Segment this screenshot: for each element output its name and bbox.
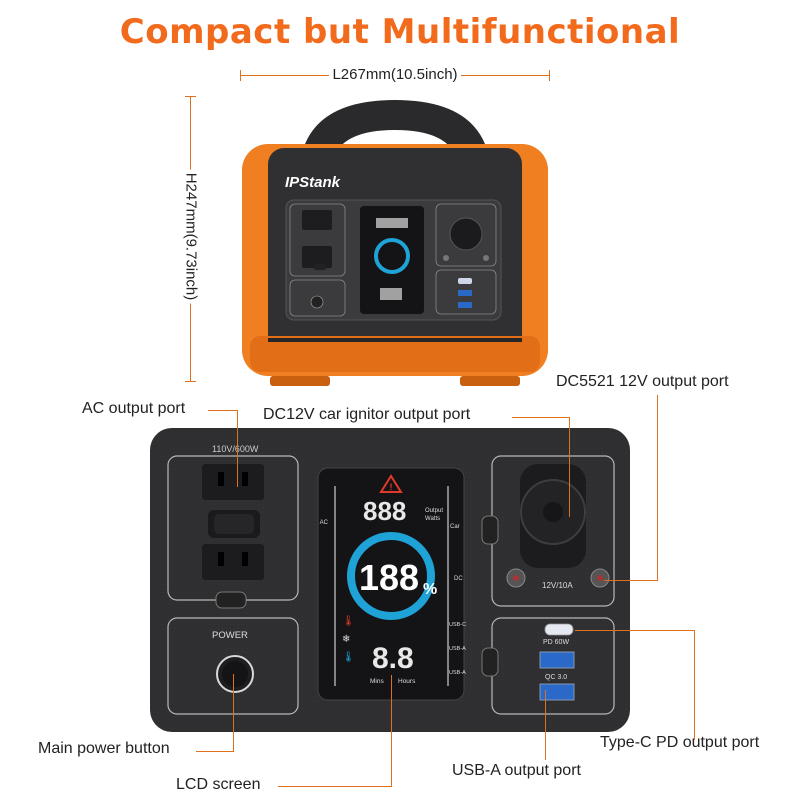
svg-text:!: ! (390, 482, 393, 492)
ac-outlet-bottom[interactable] (202, 544, 264, 580)
callout-dc5521: DC5521 12V output port (556, 373, 729, 390)
lcd-hours-label: Hours (398, 678, 416, 685)
lcd-output-unit-2: Watts (425, 516, 440, 522)
brand-logo: IPStank (285, 174, 341, 191)
callout-type-c: Type-C PD output port (600, 734, 760, 751)
lcd-screen: ! 888 Output Watts 188 % 🌡 ❄ 🌡 8.8 Mins … (317, 467, 465, 701)
dc-switch-button[interactable] (481, 515, 499, 545)
length-dimension: L267mm(10.5inch) (240, 66, 550, 86)
lcd-percent-digits: 188 (359, 557, 419, 598)
callout-ac-output: AC output port (82, 400, 186, 417)
front-panel-closeup: 110V/600W POWER ! 888 Output Watts 188 % (150, 428, 630, 732)
qc-label: QC 3.0 (545, 674, 567, 681)
usb-a-port-2[interactable] (539, 683, 575, 701)
thermometer-hot-icon: 🌡 (342, 615, 355, 627)
height-dimension: H247mm(9.73inch) (176, 96, 206, 382)
lcd-mins-label: Mins (370, 678, 384, 685)
pd-label: PD 60W (543, 639, 569, 646)
lcd-time-digits: 8.8 (372, 642, 414, 675)
dc5521-port-left[interactable] (506, 568, 526, 588)
lcd-label-car: Car (450, 524, 460, 530)
lcd-label-usba-1: USB-A (449, 646, 466, 652)
usb-a-port-1[interactable] (539, 651, 575, 669)
lcd-label-usbc: USB-C (449, 622, 466, 628)
length-label: L267mm(10.5inch) (329, 66, 461, 83)
height-label: H247mm(9.73inch) (182, 169, 200, 304)
ac-switch-button[interactable] (215, 591, 247, 609)
callout-lcd-screen: LCD screen (176, 776, 261, 793)
lcd-output-digits: 888 (363, 496, 406, 526)
lcd-percent-sign: % (423, 581, 437, 598)
dc5521-port-right[interactable] (590, 568, 610, 588)
lcd-label-dc: DC (454, 576, 463, 582)
usb-switch-button[interactable] (481, 647, 499, 677)
callout-main-power: Main power button (38, 740, 170, 757)
car-ignitor-port[interactable] (520, 464, 586, 568)
lcd-label-usba-2: USB-A (449, 670, 466, 676)
callout-car-ignitor: DC12V car ignitor output port (263, 406, 471, 423)
power-label: POWER (212, 630, 248, 641)
power-station-image: IPStank (242, 100, 548, 386)
snowflake-icon: ❄ (342, 634, 350, 645)
thermometer-cold-icon: 🌡 (342, 651, 355, 663)
ac-rating-label: 110V/600W (212, 444, 259, 454)
ac-outlet-top[interactable] (202, 464, 264, 500)
lcd-label-ac: AC (320, 520, 329, 526)
callout-usb-a: USB-A output port (452, 762, 581, 779)
dc-rating-label: 12V/10A (542, 581, 573, 590)
page-title: Compact but Multifunctional (119, 12, 681, 52)
main-power-button[interactable] (216, 655, 254, 693)
type-c-port[interactable] (544, 623, 574, 636)
lcd-output-unit-1: Output (425, 508, 443, 514)
